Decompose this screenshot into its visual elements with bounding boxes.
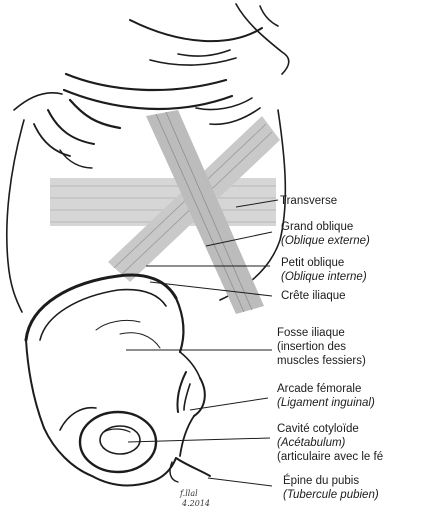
label-cavite-cotyloide-detail: (articulaire avec le fé (277, 451, 383, 463)
label-petit-oblique-latin: (Oblique interne) (281, 271, 367, 283)
leader-cavite-cotyloide (128, 438, 270, 442)
label-arcade-femorale: Arcade fémorale (277, 383, 361, 395)
label-transverse: Transverse (280, 195, 337, 207)
label-epine-pubis: Épine du pubis (283, 474, 359, 487)
signature-line-2: 4.2014 (181, 499, 210, 508)
label-cavite-cotyloide-latin: (Acétabulum) (277, 437, 346, 449)
inguinal-ligament (184, 384, 190, 410)
label-cavite-cotyloide: Cavité cotyloïde (277, 423, 359, 435)
label-arcade-femorale-latin: (Ligament inguinal) (277, 397, 375, 409)
labels: Transverse Grand oblique (Oblique extern… (277, 195, 383, 501)
label-fosse-iliaque: Fosse iliaque (277, 327, 345, 339)
label-crete-iliaque: Crête iliaque (281, 290, 346, 302)
leader-arcade-femorale (190, 398, 268, 410)
label-epine-pubis-latin: (Tubercule pubien) (283, 489, 379, 501)
artist-signature: f.llal 4.2014 (179, 489, 210, 508)
label-fosse-iliaque-detail-2: muscles fessiers) (277, 355, 366, 367)
label-petit-oblique: Petit oblique (281, 257, 344, 269)
label-grand-oblique-latin: (Oblique externe) (281, 235, 370, 247)
signature-line-1: f.llal (179, 489, 198, 498)
label-grand-oblique: Grand oblique (281, 221, 353, 233)
leader-epine-pubis (208, 478, 272, 486)
label-fosse-iliaque-detail-1: (insertion des (277, 341, 346, 353)
